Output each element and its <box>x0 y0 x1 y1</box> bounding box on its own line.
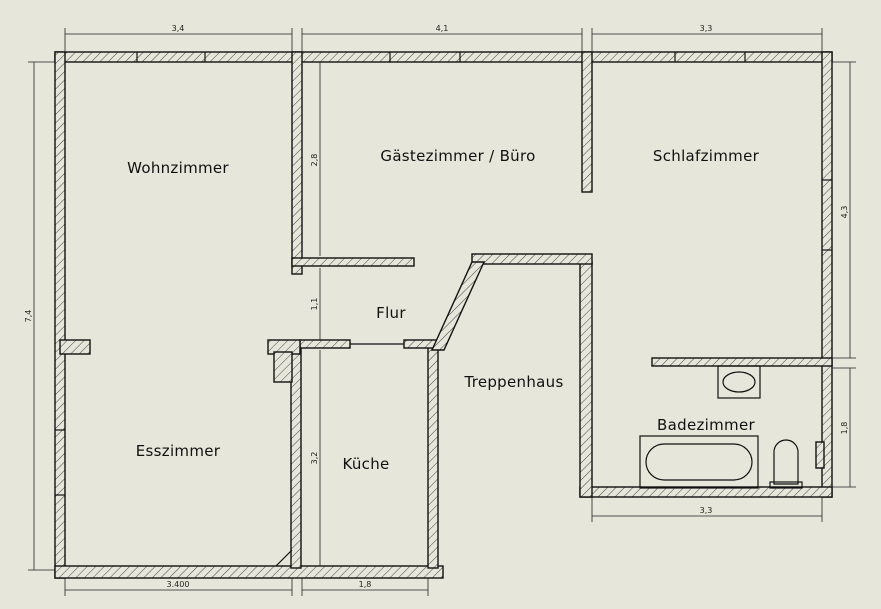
room-treppenhaus: Treppenhaus <box>463 373 563 391</box>
dim-top-right: 3,3 <box>700 24 713 33</box>
stair-diagonal <box>430 261 486 351</box>
wall-jog-2 <box>273 351 293 383</box>
dim-bottom-middle: 1,8 <box>359 580 372 589</box>
wall-gaeste-schlaf <box>581 51 593 193</box>
outer-wall-right <box>821 51 833 498</box>
dim-flur-height: 1,1 <box>310 298 319 311</box>
dim-gaeste-height: 2,8 <box>310 154 319 167</box>
room-wohnzimmer: Wohnzimmer <box>127 159 229 177</box>
dim-top-middle: 4,1 <box>436 24 449 33</box>
room-kueche: Küche <box>342 455 389 473</box>
wall-kueche-top <box>299 339 351 349</box>
wall-schlaf-bottom <box>651 357 833 367</box>
dim-right-lower: 1,8 <box>840 422 849 435</box>
room-schlafzimmer: Schlafzimmer <box>653 147 760 165</box>
dim-kueche-height: 3,2 <box>310 452 319 465</box>
dim-right-upper: 4,3 <box>840 206 849 219</box>
wall-gaeste-bottom <box>291 257 415 267</box>
wall-stub-bath <box>815 441 825 469</box>
dim-bottom-left: 3.400 <box>167 580 190 589</box>
wall-stair-top <box>471 253 593 265</box>
toilet <box>769 439 803 489</box>
room-esszimmer: Esszimmer <box>136 442 221 460</box>
room-flur: Flur <box>376 304 406 322</box>
dim-bad-width: 3,3 <box>700 506 713 515</box>
wall-stub-left <box>59 339 91 355</box>
walls <box>54 51 833 579</box>
wall-kueche-right <box>427 345 439 569</box>
dim-left-total: 7,4 <box>24 310 33 323</box>
dimension-lines <box>28 28 856 596</box>
outer-wall-bottom <box>54 565 444 579</box>
stair-wall-right <box>579 261 593 498</box>
outer-wall-top <box>54 51 833 63</box>
dim-top-left: 3,4 <box>172 24 185 33</box>
bathtub <box>639 435 759 489</box>
wall-wohn-gaeste <box>291 51 303 275</box>
window-marks <box>55 52 832 496</box>
outer-wall-left <box>54 51 66 579</box>
room-gaestezimmer: Gästezimmer / Büro <box>380 147 535 165</box>
sink <box>717 365 761 399</box>
room-badezimmer: Badezimmer <box>657 416 755 434</box>
corner-diagonal <box>275 549 293 567</box>
